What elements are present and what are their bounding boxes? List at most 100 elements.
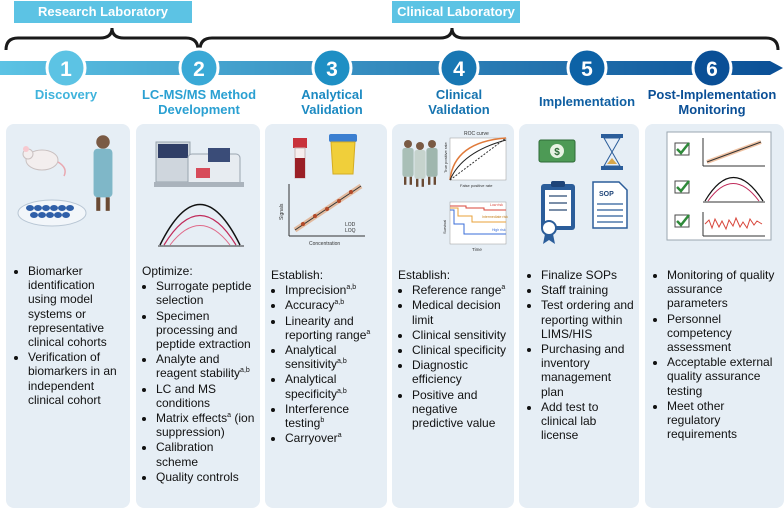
cell-colony [42,205,50,211]
list-item: Analyte and reagent stabilitya,b [156,352,256,380]
footnote-marker: a,b [346,284,357,292]
step-5-title: Implementation [538,94,636,109]
step-5-number: 5 [581,58,593,81]
research-brace [4,27,200,51]
peak-curve [704,176,764,202]
step-6-card: Monitoring of quality assurance paramete… [645,124,784,508]
footnote-marker: a,b [337,358,347,366]
step-1-title: Discovery [34,87,98,102]
tube-cap [293,138,307,148]
urine-cup-icon [330,141,356,175]
list-item-text: Interference testing [285,401,350,431]
mouse-tail [57,161,66,177]
step-3-number: 3 [326,58,338,81]
step-2-title: LC-MS/MS Method Development [141,87,257,117]
hourglass-icon [603,137,621,167]
list-item-text: Analytical specificity [285,372,338,401]
list-item: Imprecisiona,b [285,283,383,297]
high-risk-label: High risk [492,228,506,232]
list-item-text: Acceptable external quality assurance te… [667,355,773,398]
step-6-text: Monitoring of quality assurance paramete… [651,268,780,442]
list-item: Verification of biomarkers in an indepen… [28,350,126,407]
step-2-number: 2 [193,58,205,81]
list-item: Quality controls [156,470,256,484]
phase-braces [4,27,780,51]
list-item: Linearity and reporting rangea [285,314,383,342]
list-item: Specimen processing and peptide extracti… [156,309,256,352]
cell-colony [46,212,54,218]
step-4-title: Clinical Validation [428,87,490,117]
list-item-text: Calibration scheme [156,440,214,469]
list-item-text: Verification of biomarkers in an indepen… [28,350,117,407]
list-item: Clinical sensitivity [412,328,510,342]
cell-colony [62,212,70,218]
cell-colony [54,212,62,218]
person-leg [105,197,110,211]
list-item-text: Meet other regulatory requirements [667,398,738,442]
phase-tag-research: Research Laboratory [14,1,192,23]
step-4-number: 4 [453,58,465,81]
list-item: Clinical specificity [412,343,510,357]
list-item-note: (ion suppression) [156,411,255,440]
list-item: Accuracya,b [285,298,383,312]
list-item: Add test to clinical lab license [541,400,635,443]
list-item-text: Linearity and reporting range [285,313,367,342]
list-item: Acceptable external quality assurance te… [667,355,780,398]
list-item: Medical decision limit [412,298,510,326]
step-1-list: Biomarker identification using model sys… [12,264,126,407]
lod-label: LOD [345,222,356,228]
timeline-arrow-body [0,61,783,75]
step-4-circle [438,47,480,89]
roc-title: ROC curve [464,131,489,137]
list-item-text: Medical decision limit [412,298,501,327]
step-5-circle [566,47,608,89]
mouse-icon [25,149,59,171]
step-1-circle [45,47,87,89]
survival-label: Survival [442,220,447,234]
clipboard-clip [551,181,565,187]
list-item-text: Clinical sensitivity [412,327,507,342]
trend-line [706,141,762,163]
step-5-text: Finalize SOPsStaff trainingTest ordering… [525,268,635,443]
footnote-marker: a [337,432,342,440]
ms-top [208,148,230,162]
list-item-text: Clinical specificity [412,343,507,358]
list-item: Reference rangea [412,283,510,297]
list-item-text: Carryover [285,431,338,446]
chromatogram-peak [159,203,241,246]
lc-display [158,144,188,158]
step-4-text: Establish:Reference rangeaMedical decisi… [398,268,510,431]
list-item-text: Accuracy [285,298,335,313]
footnote-marker: a [227,412,232,420]
list-item-text: Reference range [412,283,502,298]
cell-colony [66,205,74,211]
step-2-list: Surrogate peptide selectionSpecimen proc… [142,279,256,484]
footnote-marker: a,b [334,299,345,307]
step-3-lead: Establish: [271,268,324,282]
low-risk-label: Low risk [490,203,503,207]
list-item-text: LC and MS conditions [156,381,217,410]
person-leg [404,176,407,185]
person-head [404,140,412,148]
person-head [416,142,424,150]
list-item-text: Analyte and reagent stability [156,352,241,381]
step-1-number: 1 [60,58,72,81]
step-2-text: Optimize:Surrogate peptide selectionSpec… [142,264,256,485]
roc-curve [449,139,507,181]
list-item-text: Matrix effects [156,411,228,426]
survival-curve-intermediate [450,207,506,223]
person-gown [93,148,113,198]
loq-label: LOQ [345,228,356,234]
chromatogram-peak [169,225,231,246]
list-item: Staff training [541,283,635,297]
dollar-sign: $ [554,147,560,158]
person-gown [414,150,426,179]
list-item-text: Analytical sensitivity [285,343,338,372]
chromatogram-peak [163,215,237,246]
blood-fill [295,158,305,178]
list-item: Matrix effectsa (ion suppression) [156,411,256,439]
